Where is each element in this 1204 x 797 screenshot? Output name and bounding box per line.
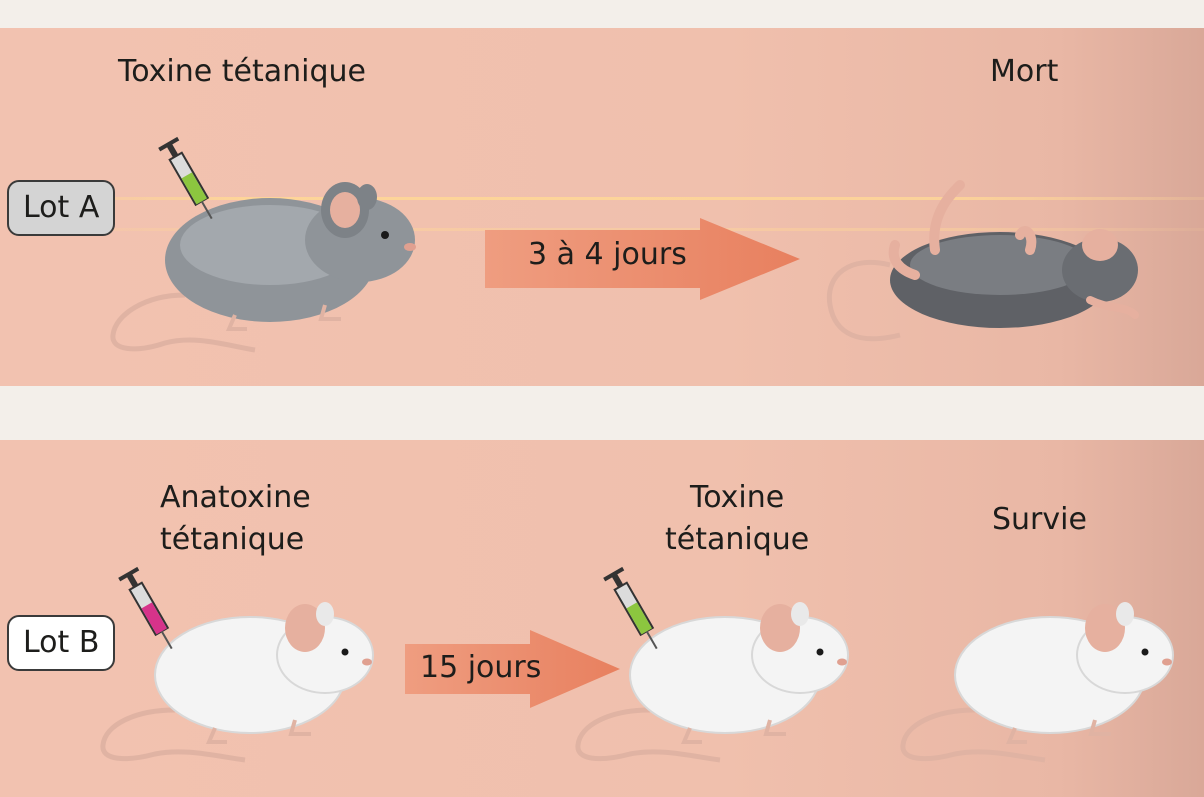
lot-a-injection-label: Toxine tétanique [118,52,366,92]
lot-b-second-injection-label-line2: tétanique [665,520,809,560]
dead-mouse-icon [820,175,1150,355]
lot-b-second-injection-label-line1: Toxine [690,478,784,518]
lot-b-outcome-label: Survie [992,500,1087,540]
lot-a-tag: Lot A [7,180,115,236]
mouse-icon [895,570,1185,770]
lot-a-delay-label: 3 à 4 jours [528,237,687,272]
mouse-icon [570,570,860,770]
mouse-icon [95,570,385,770]
lot-b-first-injection-label-line2: tétanique [160,520,304,560]
lot-b-first-injection-label-line1: Anatoxine [160,478,311,518]
lot-b-delay-label: 15 jours [420,650,541,685]
mouse-icon [105,145,425,360]
lot-a-outcome-label: Mort [990,52,1058,92]
